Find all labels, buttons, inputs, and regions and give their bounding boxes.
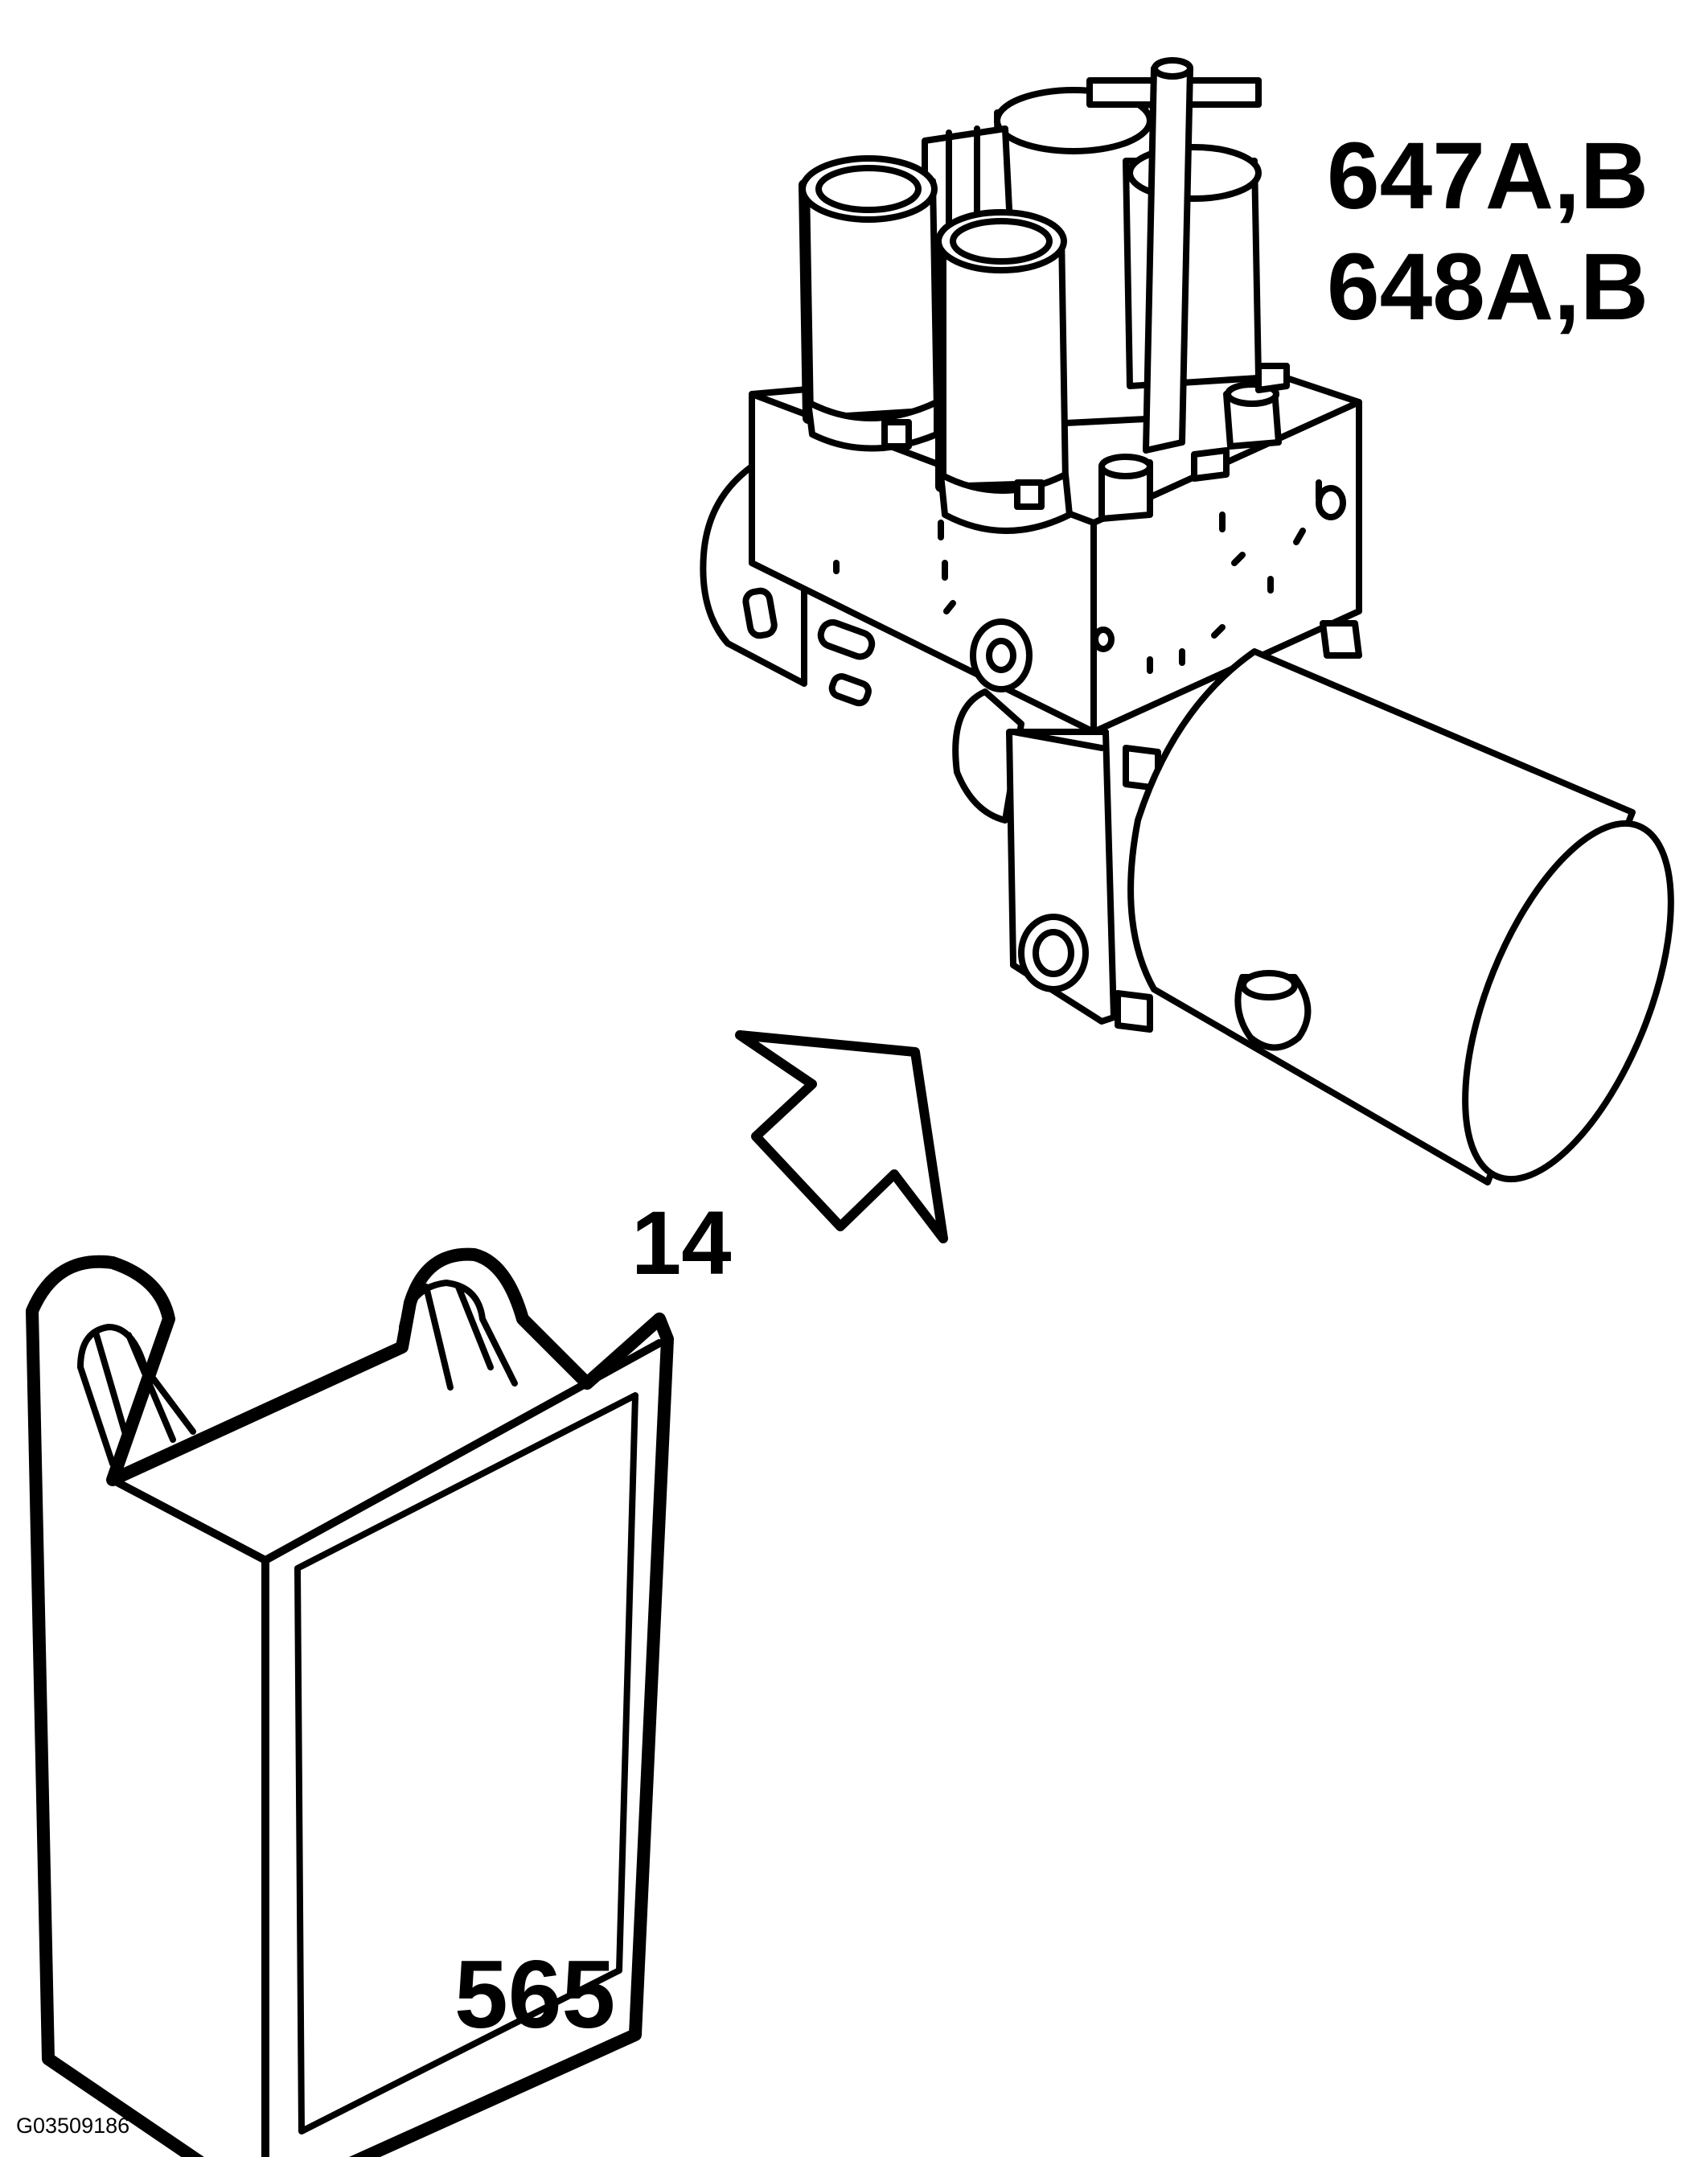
installation-direction-arrow <box>735 1030 948 1243</box>
block-hole-marks <box>833 479 1346 674</box>
step-label: 14 <box>631 1193 732 1293</box>
pump-motor <box>1127 648 1674 1185</box>
bleed-key <box>1086 57 1262 454</box>
figure-id: G03509186 <box>16 2114 130 2138</box>
top-bolts <box>1098 363 1290 522</box>
part-label-648: 648A,B <box>1327 234 1649 340</box>
motor-bracket <box>1006 620 1362 1033</box>
abs-hydraulic-unit <box>700 57 1674 1185</box>
control-module <box>26 1247 674 2157</box>
solenoid-coils <box>799 87 1262 534</box>
part-label-647: 647A,B <box>1327 123 1649 229</box>
part-label-565: 565 <box>454 1941 616 2048</box>
